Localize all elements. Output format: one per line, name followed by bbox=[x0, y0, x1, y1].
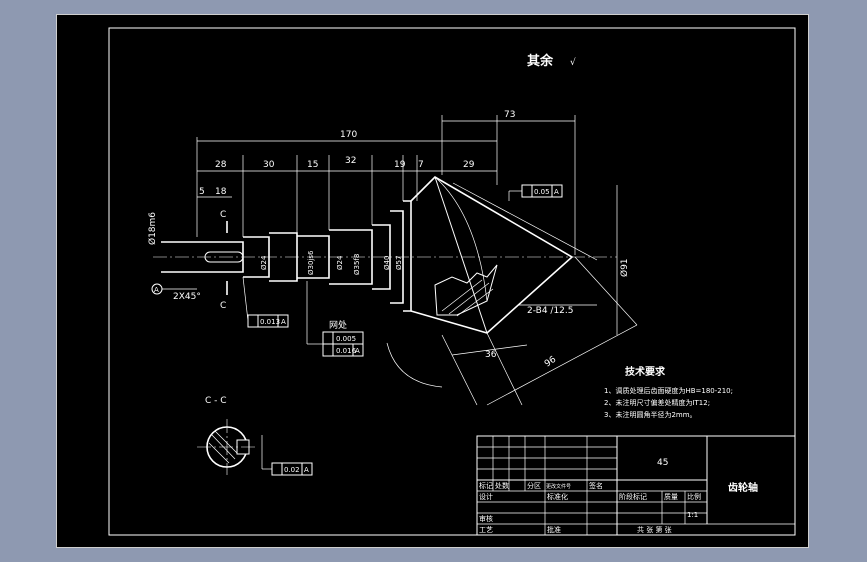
svg-text:更改文件号: 更改文件号 bbox=[546, 483, 571, 490]
section-mark-bottom: C bbox=[220, 301, 226, 311]
svg-text:批准: 批准 bbox=[547, 525, 561, 534]
title-block: 45 齿轮轴 标记 处数 分区 更改文件号 签名 设计 标准化 阶段标记 质量 … bbox=[476, 435, 796, 536]
dim-phi40: Ø40 bbox=[383, 256, 391, 270]
dim-phi35: Ø35f8 bbox=[353, 254, 361, 275]
svg-text:处数: 处数 bbox=[495, 481, 509, 490]
datum-letter: A bbox=[154, 286, 159, 294]
svg-text:工艺: 工艺 bbox=[479, 526, 493, 534]
svg-text:标记: 标记 bbox=[479, 481, 493, 490]
dim-28: 28 bbox=[215, 160, 227, 170]
note-3: 3、未注明圆角半径为2mm。 bbox=[604, 410, 697, 419]
section-mark-top: C bbox=[220, 210, 226, 220]
roughness-symbol: √ bbox=[570, 57, 576, 68]
section-view: C - C 0.02 A bbox=[197, 396, 313, 476]
svg-text:0.02: 0.02 bbox=[284, 466, 300, 474]
svg-text:阶段标记: 阶段标记 bbox=[619, 492, 647, 501]
svg-text:审核: 审核 bbox=[479, 514, 493, 523]
note-1: 1、调质处理后齿面硬度为HB=180-210; bbox=[604, 386, 733, 395]
shaft-outline bbox=[161, 175, 574, 334]
dim-36: 36 bbox=[485, 350, 497, 360]
tolerance-frame-2: 网处 0.005 0.016 A bbox=[306, 281, 364, 357]
tb-sheets: 共 张 第 张 bbox=[637, 525, 672, 534]
tolerance-frame-1: 0.013 A bbox=[242, 276, 289, 328]
dim-19: 19 bbox=[394, 160, 406, 170]
dim-7: 7 bbox=[418, 160, 424, 170]
svg-text:A: A bbox=[554, 188, 559, 196]
svg-text:0.016: 0.016 bbox=[336, 347, 357, 355]
section-title: C - C bbox=[205, 396, 227, 406]
svg-text:签名: 签名 bbox=[589, 481, 603, 490]
svg-text:0.05: 0.05 bbox=[534, 188, 550, 196]
svg-text:设计: 设计 bbox=[479, 492, 493, 501]
dim-15: 15 bbox=[307, 160, 318, 170]
dim-phi30: Ø30js6 bbox=[307, 250, 315, 275]
svg-text:比例: 比例 bbox=[687, 492, 701, 501]
extension-lines bbox=[196, 115, 576, 255]
technical-notes: 技术要求 1、调质处理后齿面硬度为HB=180-210; 2、未注明尺寸偏差处精… bbox=[604, 365, 733, 419]
dim-30: 30 bbox=[263, 160, 275, 170]
svg-text:标准化: 标准化 bbox=[547, 492, 568, 501]
tb-material: 45 bbox=[657, 458, 668, 468]
dim-phi57: Ø57 bbox=[395, 256, 403, 270]
cad-viewport[interactable]: 其余 √ bbox=[56, 14, 809, 548]
dim-29: 29 bbox=[463, 160, 475, 170]
dim-5: 5 bbox=[199, 187, 205, 197]
roughness-note: 其余 bbox=[527, 53, 554, 69]
dim-total-length: 170 bbox=[340, 130, 357, 140]
drawing-border bbox=[108, 27, 796, 536]
dim-32: 32 bbox=[345, 156, 356, 166]
pitch-arc bbox=[434, 176, 488, 302]
svg-text:0.013: 0.013 bbox=[260, 318, 280, 326]
dim-96: 96 bbox=[543, 355, 558, 370]
dim-18: 18 bbox=[215, 187, 227, 197]
tb-part-name: 齿轮轴 bbox=[728, 481, 758, 494]
tb-scale: 1:1 bbox=[687, 511, 698, 519]
svg-text:A: A bbox=[355, 347, 360, 355]
dim-phi24b: Ø24 bbox=[336, 255, 344, 270]
svg-text:0.005: 0.005 bbox=[336, 335, 356, 343]
pitch-label: 网处 bbox=[329, 319, 347, 331]
dim-73: 73 bbox=[504, 110, 515, 120]
svg-text:质量: 质量 bbox=[664, 492, 678, 501]
svg-text:分区: 分区 bbox=[527, 481, 541, 490]
tolerance-frame-gear: 0.05 A bbox=[508, 184, 563, 201]
dim-phi18: Ø18m6 bbox=[147, 212, 158, 245]
drawing-canvas: 其余 √ bbox=[108, 27, 796, 536]
note-2: 2、未注明尺寸偏差处精度为IT12; bbox=[604, 398, 710, 407]
length-dimensions: 170 73 28 30 15 32 19 7 29 5 18 bbox=[197, 110, 575, 198]
section-marks: C C bbox=[220, 210, 228, 311]
svg-text:A: A bbox=[281, 318, 286, 326]
dim-phi91: Ø91 bbox=[619, 258, 630, 277]
gear-teeth-note: 2-B4 /12.5 bbox=[527, 306, 574, 316]
chamfer-label: 2X45° bbox=[173, 292, 201, 302]
notes-title: 技术要求 bbox=[625, 365, 666, 378]
dim-phi24a: Ø24 bbox=[260, 255, 268, 270]
lower-dimensions: 36 96 bbox=[386, 256, 638, 406]
diameter-labels: Ø18m6 Ø24 Ø30js6 Ø24 Ø35f8 Ø40 Ø57 Ø91 bbox=[147, 185, 630, 335]
svg-text:A: A bbox=[304, 466, 309, 474]
